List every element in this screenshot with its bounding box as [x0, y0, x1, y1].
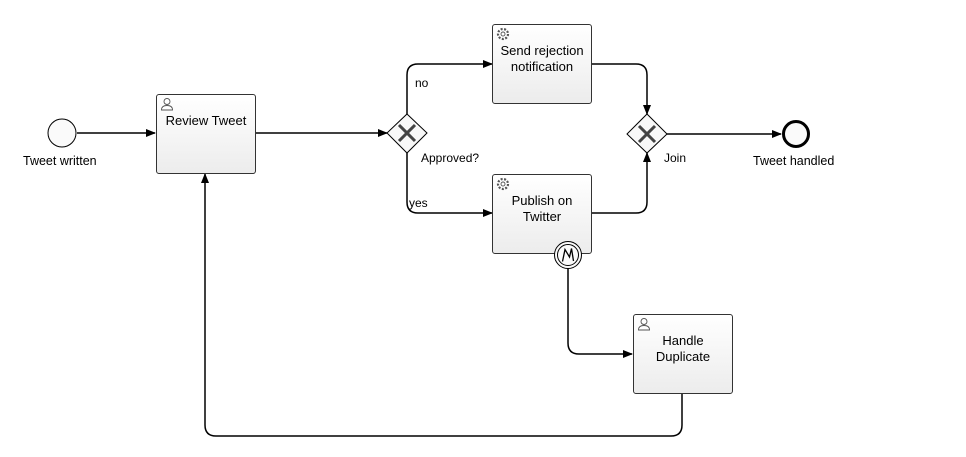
start-event-label: Tweet written [23, 154, 97, 168]
gear-icon [496, 27, 510, 41]
flow-duplicate-to-review[interactable] [201, 173, 683, 437]
start-event[interactable] [47, 118, 77, 148]
task-handle-duplicate[interactable]: Handle Duplicate [633, 314, 733, 394]
end-event-label: Tweet handled [753, 154, 835, 168]
gear-icon [496, 177, 510, 191]
end-event[interactable] [782, 120, 810, 148]
flow-yes[interactable] [406, 153, 493, 217]
task-review-tweet[interactable]: Review Tweet [156, 94, 256, 174]
join-gateway[interactable] [626, 113, 668, 154]
flow-error-to-duplicate[interactable] [567, 268, 633, 358]
join-gateway-label: Join [664, 151, 687, 165]
flow-no[interactable] [406, 60, 493, 114]
task-handle-duplicate-label: Handle Duplicate [655, 333, 711, 364]
user-task-icon [638, 318, 650, 331]
error-boundary-event[interactable] [553, 240, 583, 270]
error-icon [561, 247, 575, 262]
flow-yes-label: yes [409, 196, 428, 210]
task-publish-twitter[interactable]: Publish on Twitter [492, 174, 592, 254]
flow-no-label: no [415, 76, 429, 90]
flow-publish-to-join[interactable] [592, 152, 651, 214]
task-review-tweet-label: Review Tweet [165, 113, 247, 128]
flow-rejection-to-join[interactable] [592, 63, 651, 115]
task-send-rejection-label: Send rejection notification [500, 43, 584, 74]
task-publish-twitter-label: Publish on Twitter [511, 193, 573, 224]
user-task-icon [161, 98, 173, 111]
task-send-rejection[interactable]: Send rejection notification [492, 24, 592, 104]
approval-gateway-label: Approved? [421, 151, 480, 165]
approval-gateway[interactable] [386, 113, 428, 154]
